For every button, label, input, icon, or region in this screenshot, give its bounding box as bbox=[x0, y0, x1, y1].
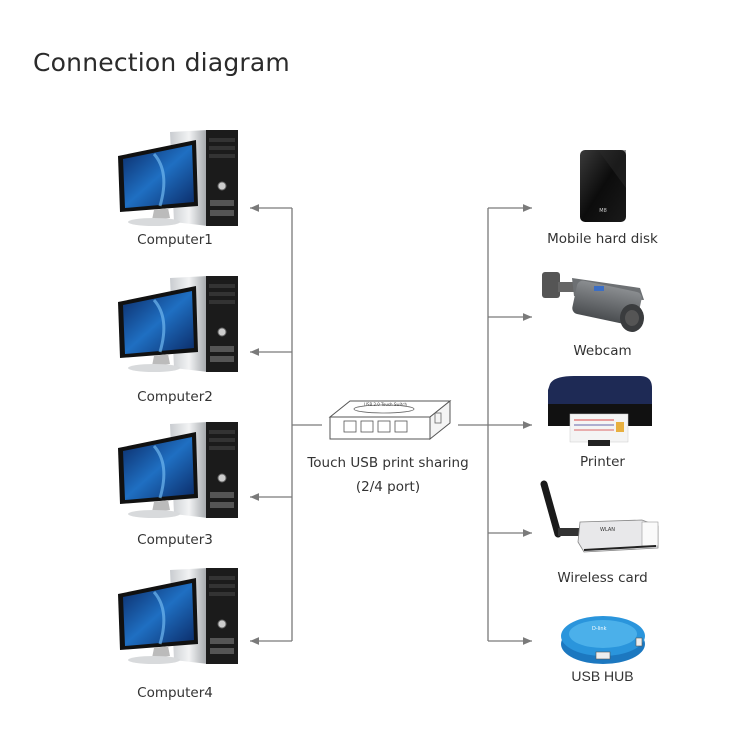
desktop-computer-icon bbox=[118, 568, 238, 664]
desktop-computer-icon bbox=[118, 130, 238, 226]
usb-switch-device: USB 2.0 Touch Switch bbox=[322, 395, 458, 443]
desktop-computer-icon bbox=[118, 276, 238, 372]
computer-label: Computer3 bbox=[137, 532, 213, 548]
printer-device bbox=[544, 374, 656, 450]
printer-label: Printer bbox=[580, 454, 625, 470]
computer-3 bbox=[114, 420, 242, 520]
wireless-card-label: Wireless card bbox=[557, 570, 648, 586]
usb-hub-label: USB HUB bbox=[571, 668, 634, 684]
computer-label: Computer4 bbox=[137, 685, 213, 701]
wireless-card-device: WLAN bbox=[538, 478, 666, 554]
usb-switch-icon: USB 2.0 Touch Switch bbox=[328, 399, 452, 441]
computer-label: Computer1 bbox=[137, 232, 213, 248]
hard-disk-label: Mobile hard disk bbox=[547, 231, 658, 247]
usb-hub-icon: D-link bbox=[561, 616, 645, 664]
hard-disk-device: M8 bbox=[578, 148, 628, 224]
printer-icon bbox=[548, 376, 652, 446]
computer-label: Computer2 bbox=[137, 389, 213, 405]
switch-label-line2: (2/4 port) bbox=[355, 479, 421, 495]
switch-label-line1: Touch USB print sharing bbox=[307, 455, 469, 471]
webcam-icon bbox=[542, 272, 644, 332]
wireless-card-icon: WLAN bbox=[540, 480, 659, 553]
svg-text:M8: M8 bbox=[599, 208, 607, 214]
hard-disk-icon: M8 bbox=[580, 150, 626, 222]
svg-text:WLAN: WLAN bbox=[600, 527, 615, 533]
desktop-computer-icon bbox=[118, 422, 238, 518]
webcam-label: Webcam bbox=[573, 343, 632, 359]
computer-2 bbox=[114, 274, 242, 374]
computer-1 bbox=[114, 128, 242, 228]
usb-hub-device: D-link bbox=[560, 610, 646, 666]
svg-text:D-link: D-link bbox=[592, 626, 607, 632]
computer-4 bbox=[114, 566, 242, 666]
diagram-title: Connection diagram bbox=[33, 48, 290, 77]
svg-text:USB 2.0 Touch Switch: USB 2.0 Touch Switch bbox=[364, 402, 408, 407]
webcam-device bbox=[540, 266, 650, 336]
